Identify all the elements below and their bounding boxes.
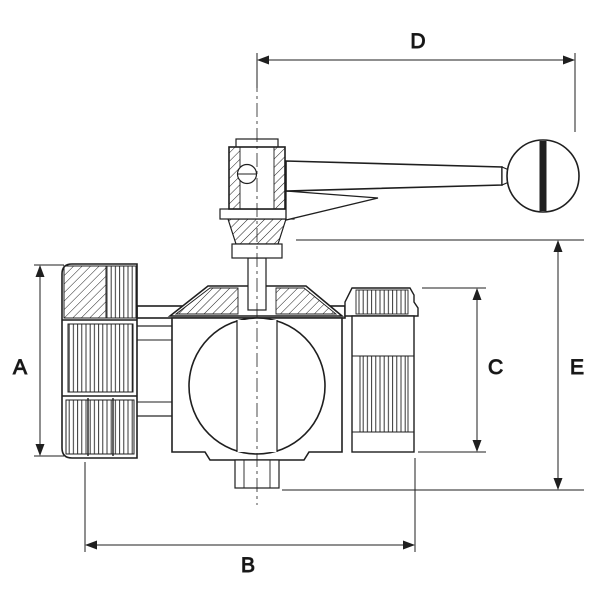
left-union-nut bbox=[61, 263, 138, 459]
valve-assembly bbox=[61, 78, 580, 505]
dimension-label-A: A bbox=[13, 356, 27, 379]
dimension-E: E bbox=[282, 239, 585, 491]
handle-knob bbox=[506, 139, 580, 213]
dimension-label-B: B bbox=[241, 554, 255, 577]
dimension-B: B bbox=[84, 458, 416, 578]
dimension-label-E: E bbox=[570, 356, 584, 379]
lever-handle bbox=[285, 160, 510, 221]
right-flange bbox=[344, 287, 419, 317]
dimension-label-D: D bbox=[410, 30, 425, 53]
dimension-C: C bbox=[418, 287, 504, 453]
right-threaded-end bbox=[351, 315, 415, 453]
dimension-label-C: C bbox=[488, 356, 503, 379]
dimension-A: A bbox=[13, 264, 64, 457]
dimension-D: D bbox=[256, 30, 576, 132]
dimensions: D A B C E bbox=[13, 30, 585, 578]
left-connector-pipe bbox=[134, 325, 174, 417]
